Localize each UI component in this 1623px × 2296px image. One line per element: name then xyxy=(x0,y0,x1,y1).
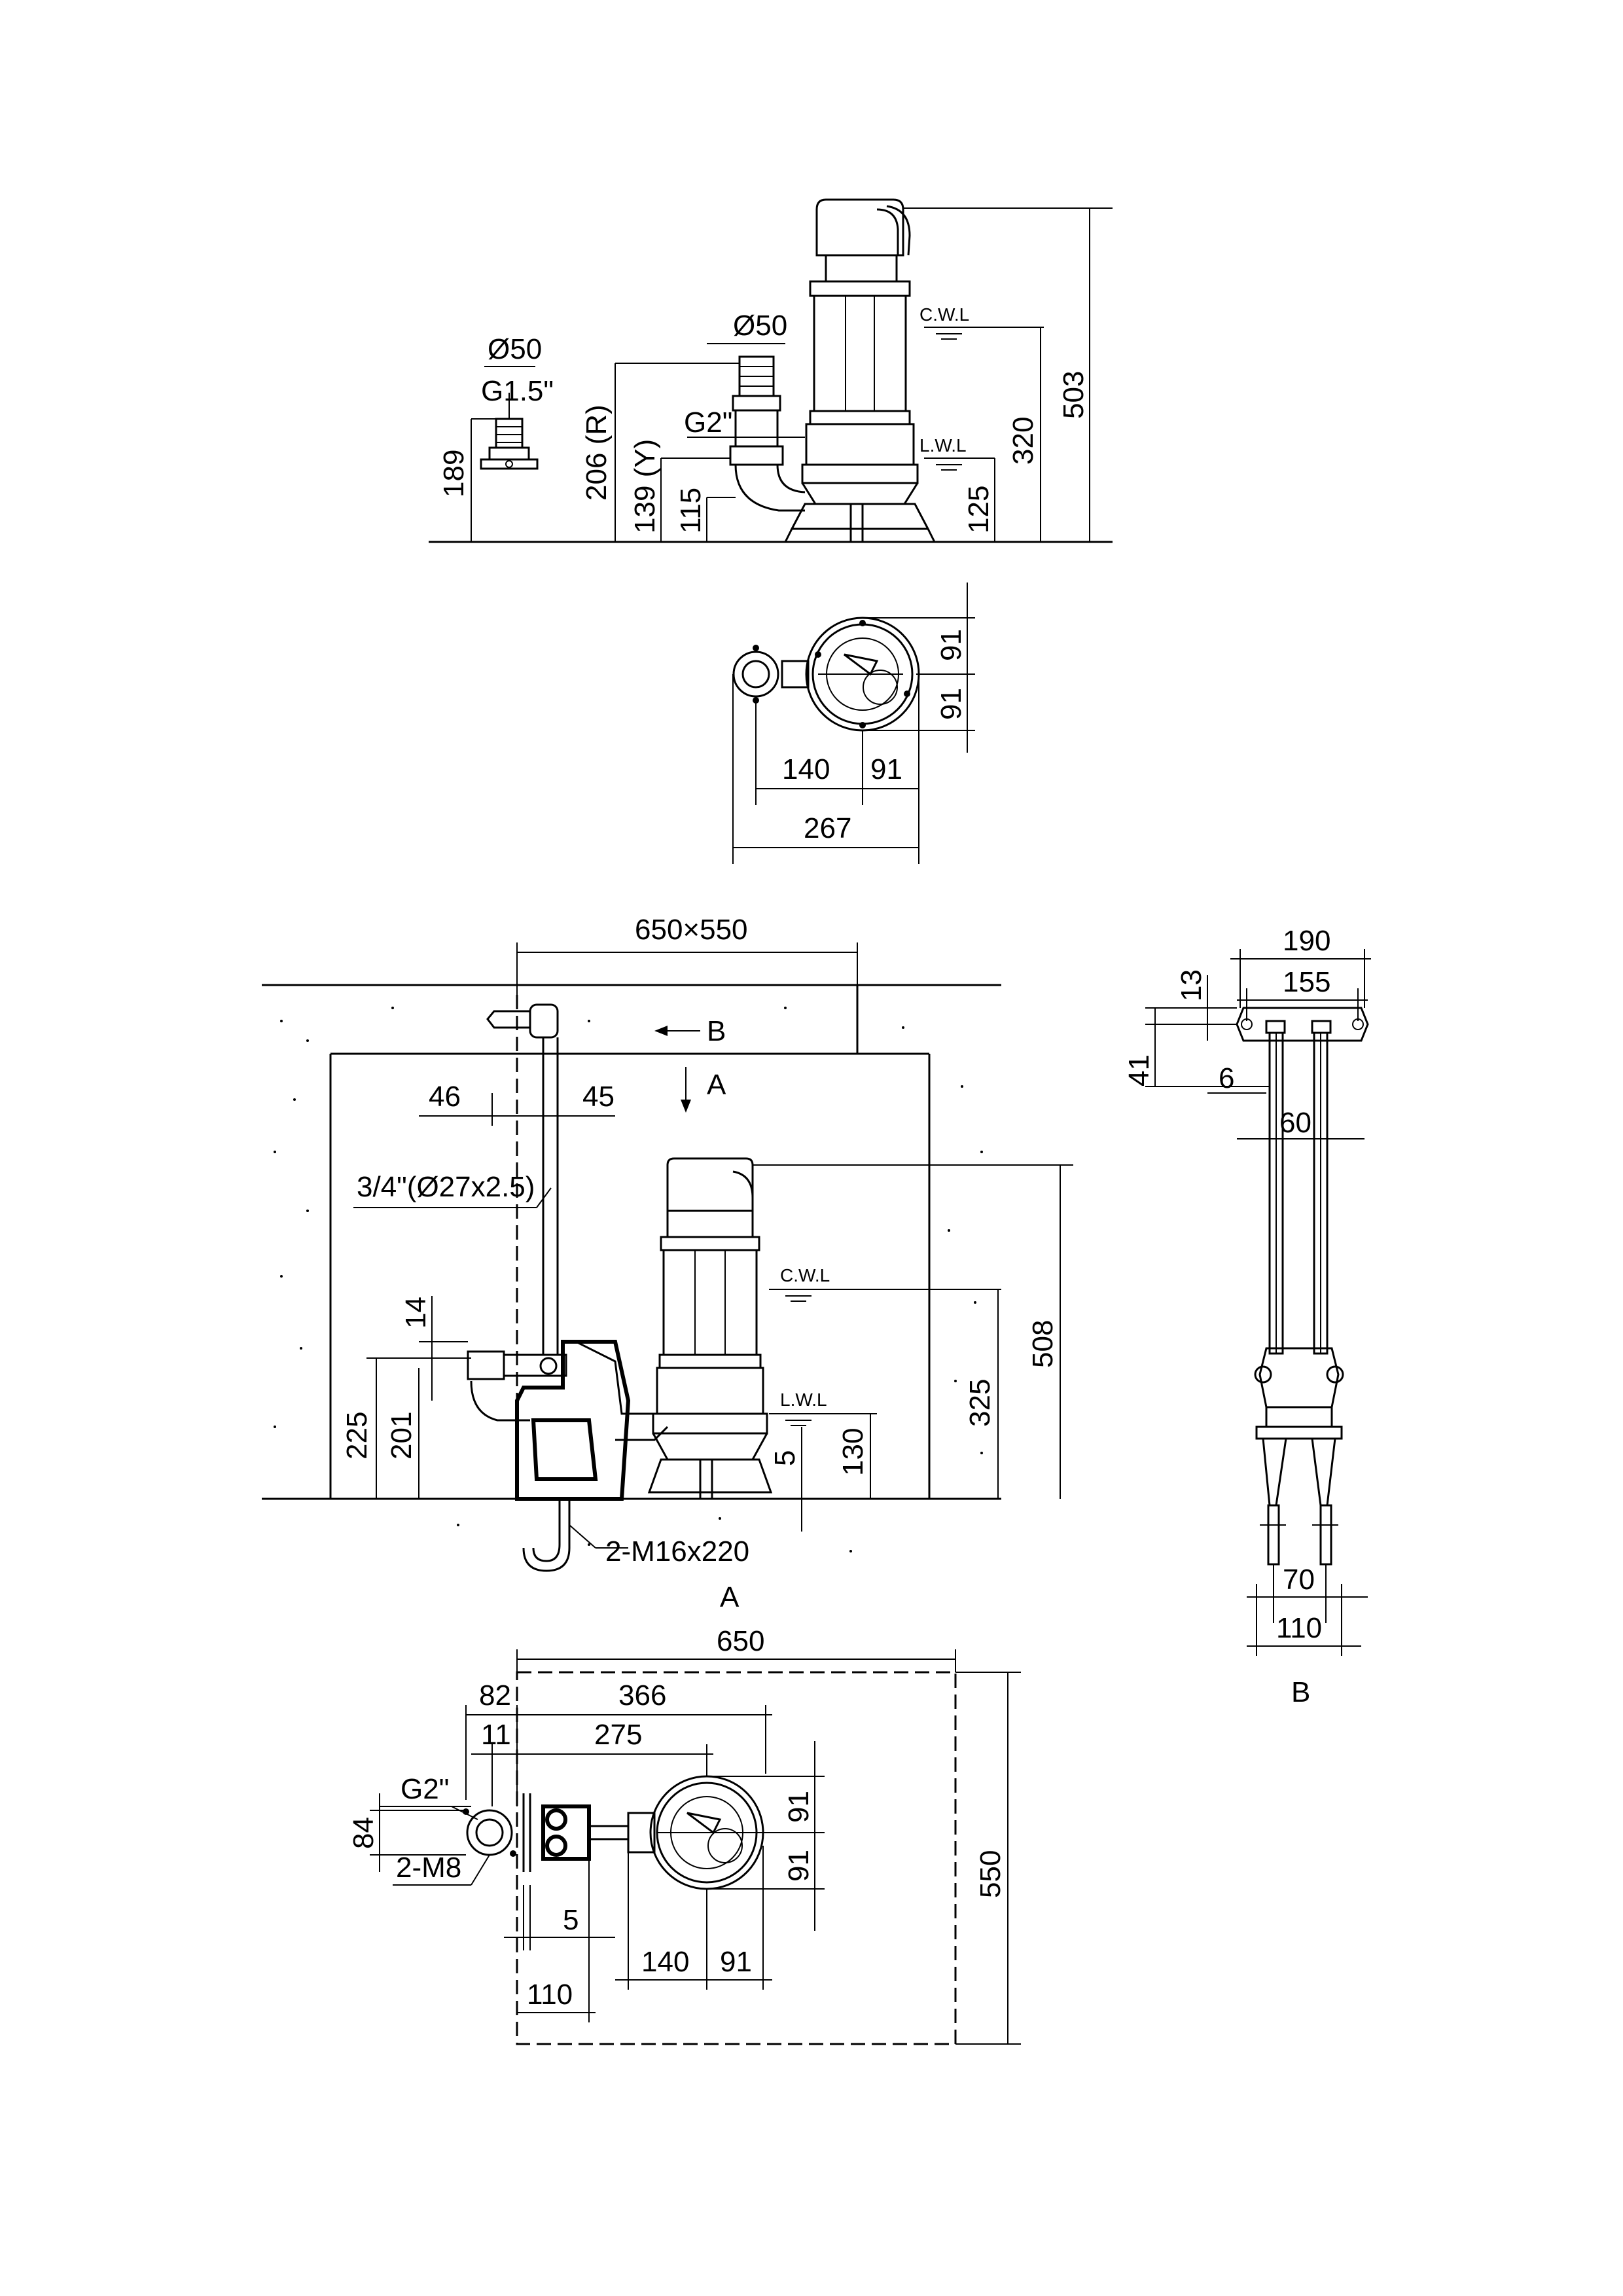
install-cwl-mark: C.W.L xyxy=(769,1265,1001,1302)
dim-125: 125 xyxy=(963,486,995,533)
pump-body xyxy=(783,198,936,543)
dim-201: 201 xyxy=(385,1412,418,1460)
duckfoot-bend xyxy=(467,1340,669,1501)
arrow-b-label: B xyxy=(707,1015,726,1047)
bolt-spec-label: 2-M16x220 xyxy=(605,1535,749,1568)
pit-plan-view: 650 550 82 366 11 275 G2" 84 2-M8 5 110 xyxy=(348,1625,1021,2045)
installed-pump xyxy=(647,1157,773,1500)
dim-d50-main: Ø50 xyxy=(733,310,787,342)
dim-14: 14 xyxy=(400,1297,432,1329)
dim-46: 46 xyxy=(429,1081,461,1113)
install-cwl-label: C.W.L xyxy=(780,1265,830,1285)
lwl-mark: L.W.L xyxy=(919,435,995,471)
plan-dim-91-b: 91 xyxy=(935,688,967,720)
b-dim-13: 13 xyxy=(1175,969,1207,1001)
dim-508: 508 xyxy=(1027,1320,1059,1368)
dim-189: 189 xyxy=(438,450,470,497)
pit-dim-84: 84 xyxy=(348,1817,380,1849)
install-lwl-label: L.W.L xyxy=(780,1390,827,1410)
dim-d50-left: Ø50 xyxy=(488,333,542,365)
arrow-a-label: A xyxy=(707,1069,726,1101)
plan-dim-91-a: 91 xyxy=(935,629,967,661)
pit-dim-110: 110 xyxy=(527,1979,573,2011)
pit-dim-91-b: 91 xyxy=(783,1850,815,1882)
pump-elevation-view: C.W.L L.W.L Ø50 G1.5" Ø50 G2" 189 206 (R… xyxy=(429,198,1113,543)
view-b-label: B xyxy=(1291,1676,1310,1708)
cwl-label: C.W.L xyxy=(919,304,969,325)
dim-503: 503 xyxy=(1058,371,1090,419)
dim-5: 5 xyxy=(769,1450,801,1466)
install-lwl-mark: L.W.L xyxy=(769,1390,877,1426)
b-dim-6: 6 xyxy=(1219,1062,1234,1094)
plan-dim-267: 267 xyxy=(804,812,851,844)
pit-dim-91: 91 xyxy=(720,1946,752,1978)
plan-dim-91-w: 91 xyxy=(870,753,902,785)
dim-g2: G2" xyxy=(684,406,732,439)
dim-115: 115 xyxy=(675,488,707,533)
pit-dim-82: 82 xyxy=(479,1679,511,1712)
dim-g15: G1.5" xyxy=(481,375,554,407)
small-discharge-fitting xyxy=(480,366,539,470)
plan-dim-140: 140 xyxy=(782,753,830,785)
pit-dim-650: 650 xyxy=(717,1625,764,1657)
cwl-mark: C.W.L xyxy=(919,304,1044,340)
view-b-guide-rail: 190 155 13 41 6 60 70 110 B xyxy=(1123,925,1371,1708)
lwl-label: L.W.L xyxy=(919,435,967,456)
view-a-label: A xyxy=(720,1581,740,1613)
pit-m8-label: 2-M8 xyxy=(396,1852,461,1884)
dim-320: 320 xyxy=(1007,417,1039,465)
concrete-speckle xyxy=(274,1007,983,1552)
anchor-bolt xyxy=(522,1499,628,1572)
b-dim-60: 60 xyxy=(1279,1107,1311,1139)
pipe-spec-label: 3/4"(Ø27x2.5) xyxy=(357,1171,535,1203)
b-dim-41: 41 xyxy=(1123,1054,1155,1086)
dim-206: 206 (R) xyxy=(580,404,613,501)
pit-dim-275: 275 xyxy=(594,1719,642,1751)
outlet-pipe-assembly xyxy=(729,355,806,512)
b-dim-70: 70 xyxy=(1283,1564,1315,1596)
b-dim-190: 190 xyxy=(1283,925,1330,957)
b-dim-110: 110 xyxy=(1276,1612,1322,1644)
dim-130: 130 xyxy=(837,1428,869,1476)
dim-45: 45 xyxy=(582,1081,615,1113)
pit-dim-5: 5 xyxy=(563,1904,579,1936)
pit-g2-label: G2" xyxy=(401,1773,449,1805)
b-dim-155: 155 xyxy=(1283,966,1330,998)
dim-139: 139 (Y) xyxy=(629,439,661,533)
pump-plan-view: 91 91 140 91 267 xyxy=(732,583,975,864)
pit-dim-140: 140 xyxy=(641,1946,689,1978)
pit-dim-366: 366 xyxy=(618,1679,666,1712)
guide-pipe xyxy=(486,995,559,1499)
pit-dim-550: 550 xyxy=(974,1850,1007,1898)
dim-pit-size: 650×550 xyxy=(635,914,748,946)
pit-dim-91-a: 91 xyxy=(783,1791,815,1823)
dim-325: 325 xyxy=(964,1379,996,1427)
installation-section: C.W.L L.W.L 650×550 B A 46 45 3/4"(Ø27x2… xyxy=(262,914,1073,1613)
dim-225: 225 xyxy=(341,1412,373,1460)
pit-dim-11: 11 xyxy=(481,1719,511,1751)
